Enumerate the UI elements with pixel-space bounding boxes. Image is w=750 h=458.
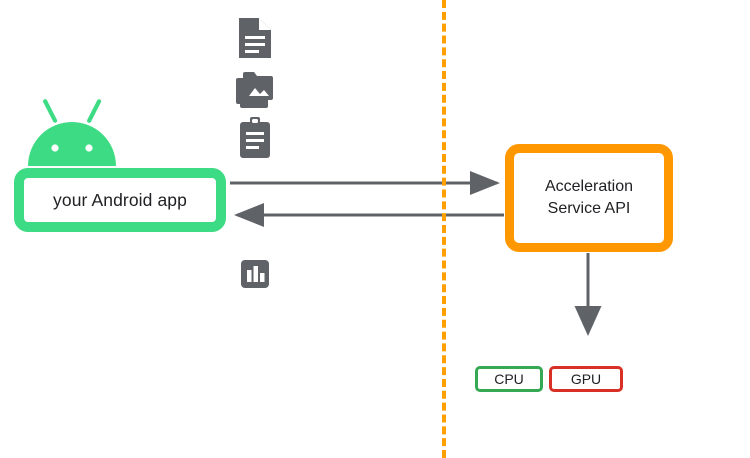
- cpu-label: CPU: [494, 371, 524, 387]
- clipboard-icon: [235, 116, 275, 160]
- android-app-label: your Android app: [53, 189, 187, 210]
- android-app-box: your Android app: [14, 168, 226, 232]
- document-icon: [235, 16, 275, 60]
- image-stack-icon: [235, 66, 275, 110]
- bar-chart-icon: [235, 255, 275, 299]
- gpu-label: GPU: [570, 371, 602, 387]
- api-label-line1: Acceleration: [544, 178, 634, 196]
- acceleration-service-api-box: Acceleration Service API: [505, 144, 673, 252]
- client-service-divider: [442, 0, 446, 458]
- cpu-chip: CPU: [475, 366, 543, 392]
- android-robot-icon: [22, 96, 122, 172]
- gpu-chip: GPU: [549, 366, 623, 392]
- api-label-line2: Service API: [547, 200, 631, 217]
